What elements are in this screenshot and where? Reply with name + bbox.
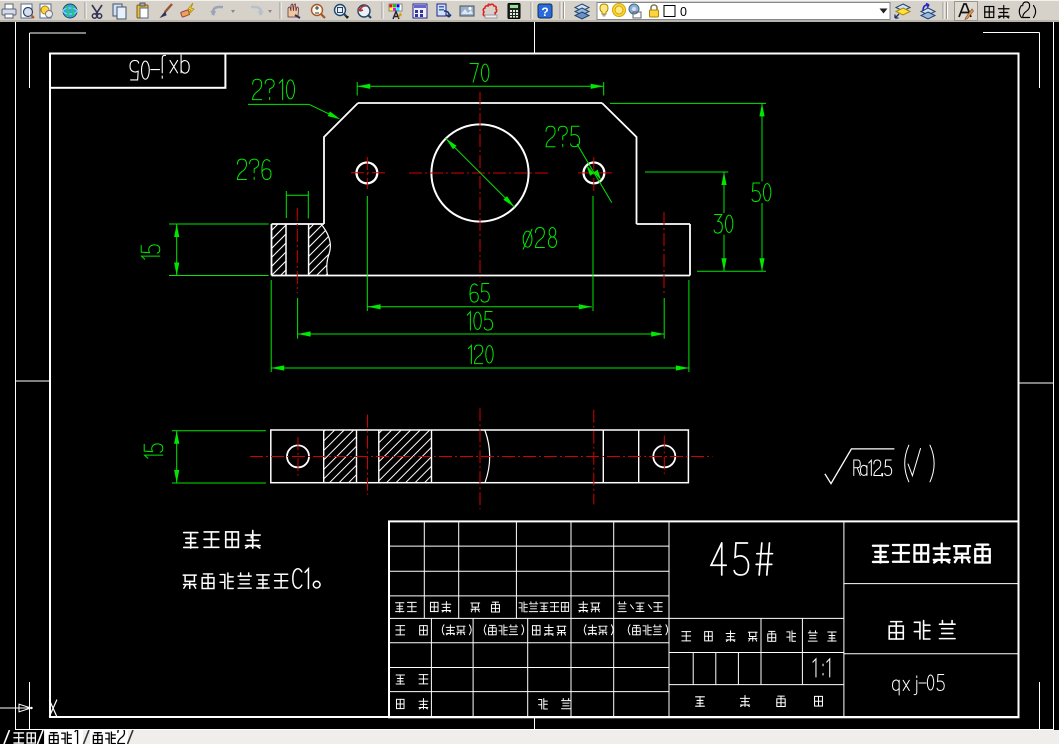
svg-text:0: 0 (680, 5, 687, 19)
svg-text:?: ? (541, 5, 548, 19)
